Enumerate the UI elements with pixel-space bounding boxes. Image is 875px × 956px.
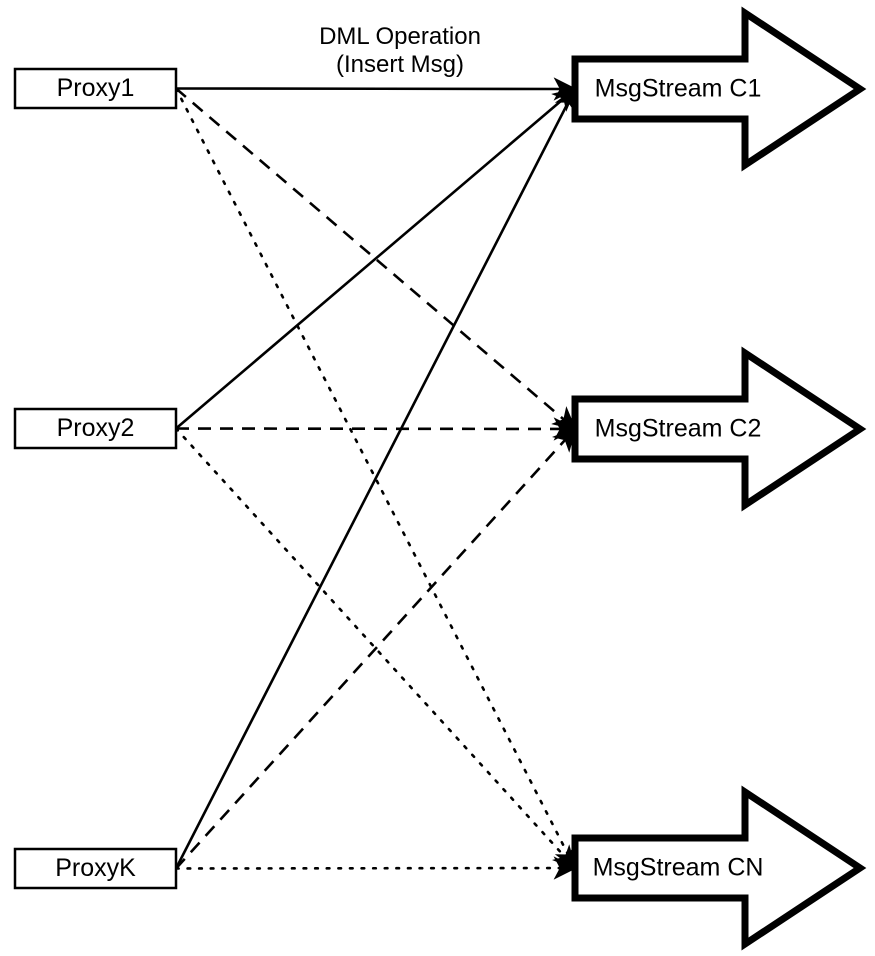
edge-proxyk-c1 [174,87,577,870]
edge-proxy1-c1 [175,77,577,101]
edge-proxy1-cn [174,87,577,870]
msgstream-label-c2: MsgStream C2 [595,415,762,443]
edge-proxyk-c2 [175,427,577,870]
proxy-node-proxy1[interactable]: Proxy1 [13,67,178,110]
proxy-box-proxyk [13,847,178,890]
proxy-node-proxy2[interactable]: Proxy2 [13,407,178,450]
msgstream-node-c2[interactable]: MsgStream C2 [571,346,867,512]
msgstream-label-cn: MsgStream CN [593,854,764,882]
edge-proxyk-cn [174,856,577,880]
proxy-label-proxy1: Proxy1 [57,74,135,102]
msgstream-arrow-shape-c1 [571,6,867,172]
edge-label-line1: DML Operation [319,23,481,50]
msgstream-arrow-shape-cn [571,785,867,951]
proxy-box-proxy1 [13,67,178,110]
edge-label-dml-operation: DML Operation (Insert Msg) [319,23,481,78]
msgstream-node-c1[interactable]: MsgStream C1 [571,6,867,172]
msgstream-label-c1: MsgStream C1 [595,75,762,103]
proxy-label-proxy2: Proxy2 [57,414,135,442]
proxy-node-proxyk[interactable]: ProxyK [13,847,178,890]
edge-proxy2-c2 [175,417,577,441]
edge-label-line2: (Insert Msg) [336,51,464,78]
proxy-label-proxyk: ProxyK [55,854,136,882]
edge-proxy2-c1 [175,87,577,430]
msgstream-node-cn[interactable]: MsgStream CN [571,785,867,951]
msgstream-arrow-shape-c2 [571,346,867,512]
edges-layer [174,77,577,880]
proxy-box-proxy2 [13,407,178,450]
